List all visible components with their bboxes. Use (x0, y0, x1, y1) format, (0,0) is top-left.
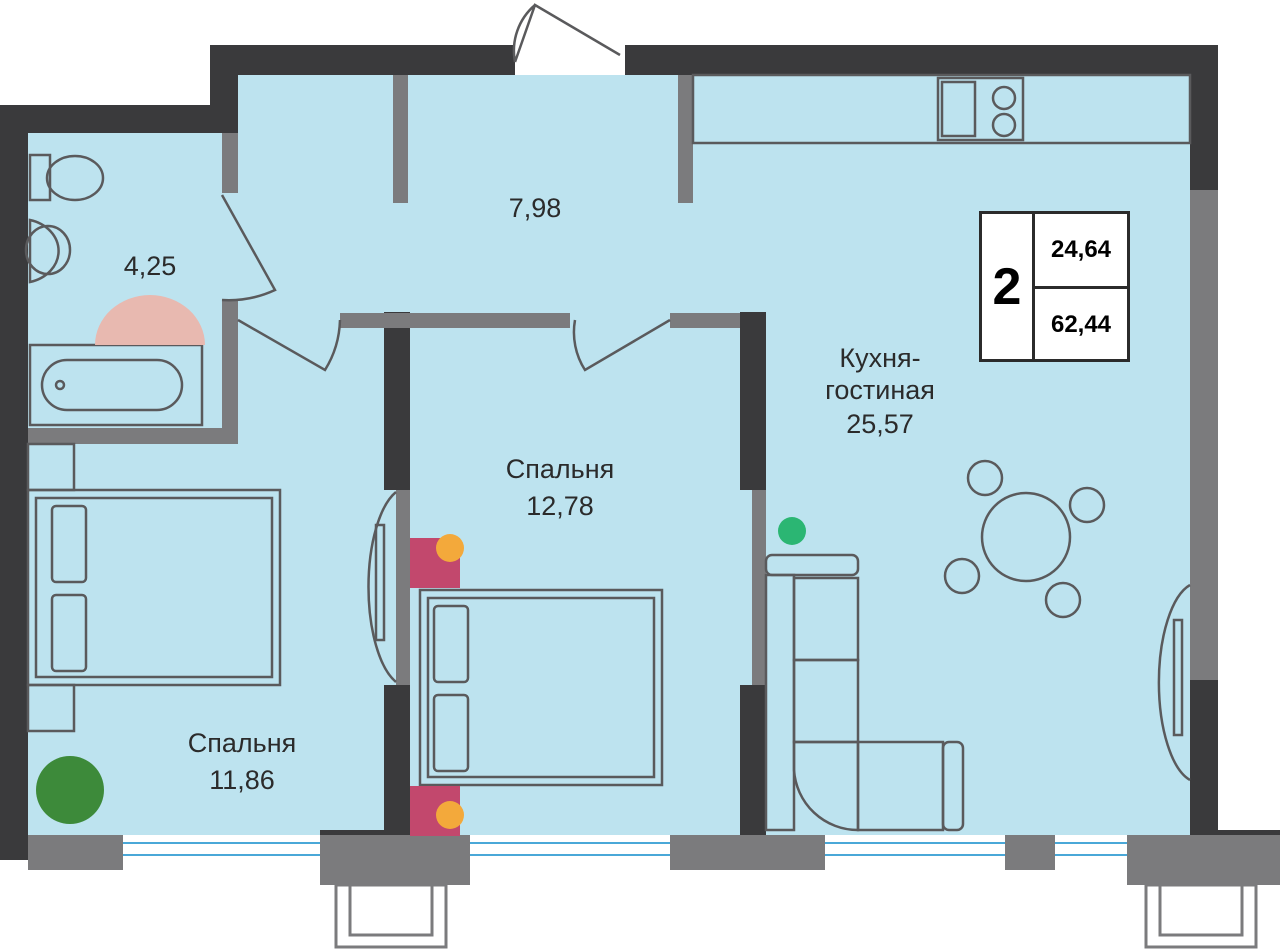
floor (28, 75, 1190, 835)
partitions (28, 75, 1280, 885)
room-name-bedroom-left: Спальня (187, 728, 297, 758)
balconies (334, 883, 1258, 949)
lamp (778, 517, 806, 545)
dining-table (943, 459, 1106, 619)
room-name-kitchen: Кухня- гостиная (825, 343, 935, 405)
bath-mat (95, 295, 205, 345)
living-area: 24,64 (1035, 214, 1127, 289)
nightstands (410, 534, 464, 836)
sofa (764, 553, 965, 832)
tvs (367, 491, 1191, 782)
kitchen-counter (691, 73, 1192, 145)
total-area: 62,44 (1050, 311, 1112, 338)
room-area-hallway: 7,98 (508, 193, 562, 223)
plant (36, 756, 104, 824)
room-count: 2 (982, 214, 1035, 359)
doors (220, 3, 671, 372)
room-name-bedroom-middle: Спальня (505, 454, 615, 484)
room-area-bathroom: 4,25 (123, 251, 177, 281)
bed-left (26, 442, 282, 733)
windows (123, 842, 1127, 856)
bed-middle (418, 588, 664, 787)
bathroom-fixtures (24, 153, 204, 427)
room-area-bedroom-left: 11,86 (209, 765, 275, 795)
room-area-bedroom-middle: 12,78 (526, 491, 594, 521)
apartment-summary: 2 24,64 62,44 (979, 211, 1130, 362)
room-area-kitchen: 25,57 (846, 409, 914, 439)
